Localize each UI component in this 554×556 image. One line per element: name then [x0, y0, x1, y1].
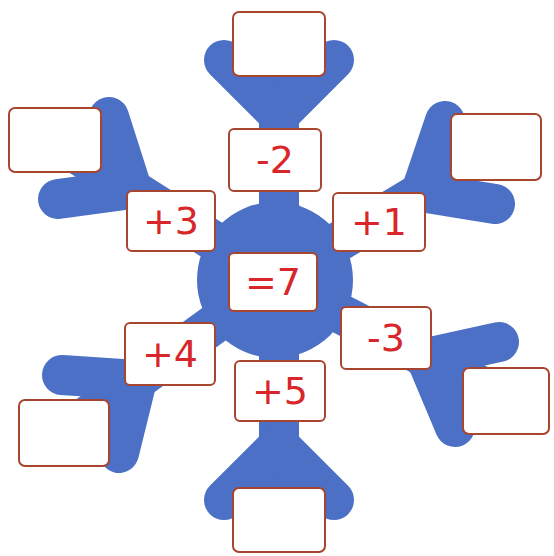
operation-label: -3 — [367, 319, 405, 357]
operation-box: =7 — [228, 252, 318, 312]
operation-box: +3 — [126, 190, 216, 252]
operation-box: -3 — [340, 306, 432, 370]
operation-box: +4 — [124, 322, 216, 386]
answer-box — [233, 12, 325, 76]
operation-box: +5 — [234, 360, 326, 422]
operation-label: +3 — [143, 202, 199, 240]
operation-label: +4 — [142, 335, 198, 373]
operation-label: +5 — [252, 372, 308, 410]
operation-label: +1 — [351, 203, 407, 241]
snowflake-center — [197, 202, 353, 358]
answer-box — [19, 400, 109, 466]
operation-box: +1 — [332, 192, 426, 252]
operation-label: -2 — [256, 141, 294, 179]
empty-answer-boxes — [9, 12, 549, 552]
answer-box — [9, 108, 101, 172]
answer-box — [233, 488, 325, 552]
answer-box — [463, 368, 549, 434]
operation-label: =7 — [245, 263, 301, 301]
operation-box: -2 — [228, 128, 322, 192]
answer-box — [451, 114, 541, 180]
snowflake-arms — [55, 44, 508, 520]
